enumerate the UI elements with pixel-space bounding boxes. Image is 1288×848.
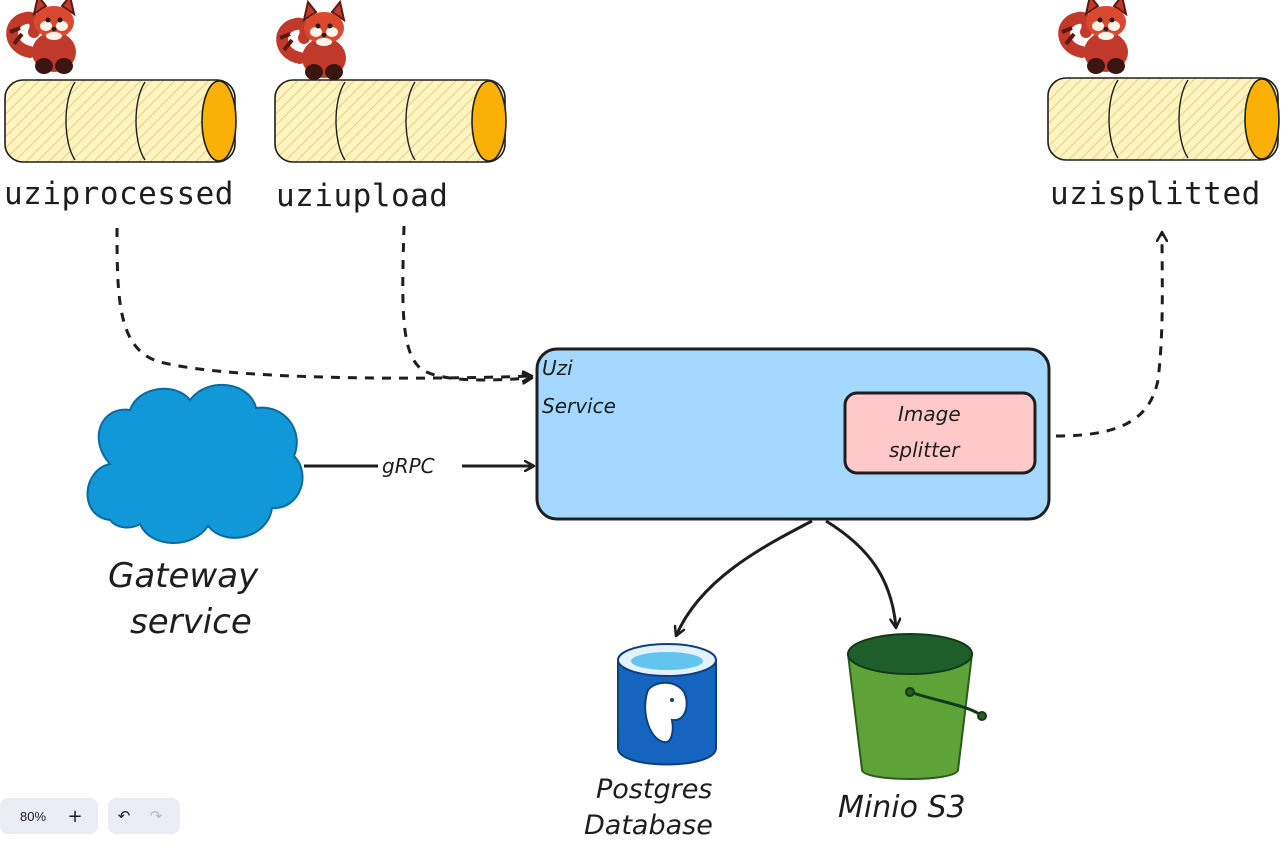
arrow-splitter-to-uzisplitted[interactable] <box>1055 232 1162 438</box>
arrow-service-to-minio[interactable] <box>825 519 896 628</box>
bucket-icon[interactable] <box>846 633 987 780</box>
minio-label: Minio S3 <box>838 790 966 825</box>
redo-icon[interactable]: ↷ <box>149 807 163 825</box>
history-toolbar: ↶ ↷ <box>108 798 180 834</box>
queue-uziupload[interactable] <box>275 2 507 163</box>
queue-uzisplitted[interactable] <box>1047 0 1280 161</box>
zoom-level[interactable]: 80% <box>20 808 47 824</box>
gateway-label-line2: service <box>130 602 252 642</box>
image-splitter-box[interactable] <box>843 391 1037 475</box>
image-splitter-label-line2: splitter <box>889 438 960 462</box>
arrow-uziprocessed-to-service[interactable] <box>115 227 532 378</box>
zoom-in-button[interactable]: + <box>67 805 83 827</box>
red-panda-icon <box>10 0 76 74</box>
gateway-label-line1: Gateway <box>108 556 259 596</box>
service-title-line2: Service <box>542 394 616 418</box>
postgres-label-line1: Postgres <box>596 774 713 805</box>
topic-label-uziprocessed: uziprocessed <box>4 176 234 212</box>
red-panda-icon <box>280 2 346 80</box>
postgres-label-line2: Database <box>584 810 713 841</box>
image-splitter-label-line1: Image <box>898 402 961 426</box>
postgres-icon[interactable] <box>617 643 717 766</box>
cloud-icon[interactable] <box>86 383 304 544</box>
arrow-uziupload-to-service[interactable] <box>401 225 532 380</box>
red-panda-icon <box>1062 0 1128 74</box>
arrow-service-to-postgres[interactable] <box>676 519 813 636</box>
undo-icon[interactable]: ↶ <box>117 807 131 825</box>
topic-label-uziupload: uziupload <box>276 178 449 214</box>
grpc-edge-label: gRPC <box>382 454 435 478</box>
service-title-line1: Uzi <box>542 356 573 380</box>
zoom-toolbar: 80% + <box>0 798 98 834</box>
queue-uziprocessed[interactable] <box>5 0 237 163</box>
topic-label-uzisplitted: uzisplitted <box>1050 176 1261 212</box>
